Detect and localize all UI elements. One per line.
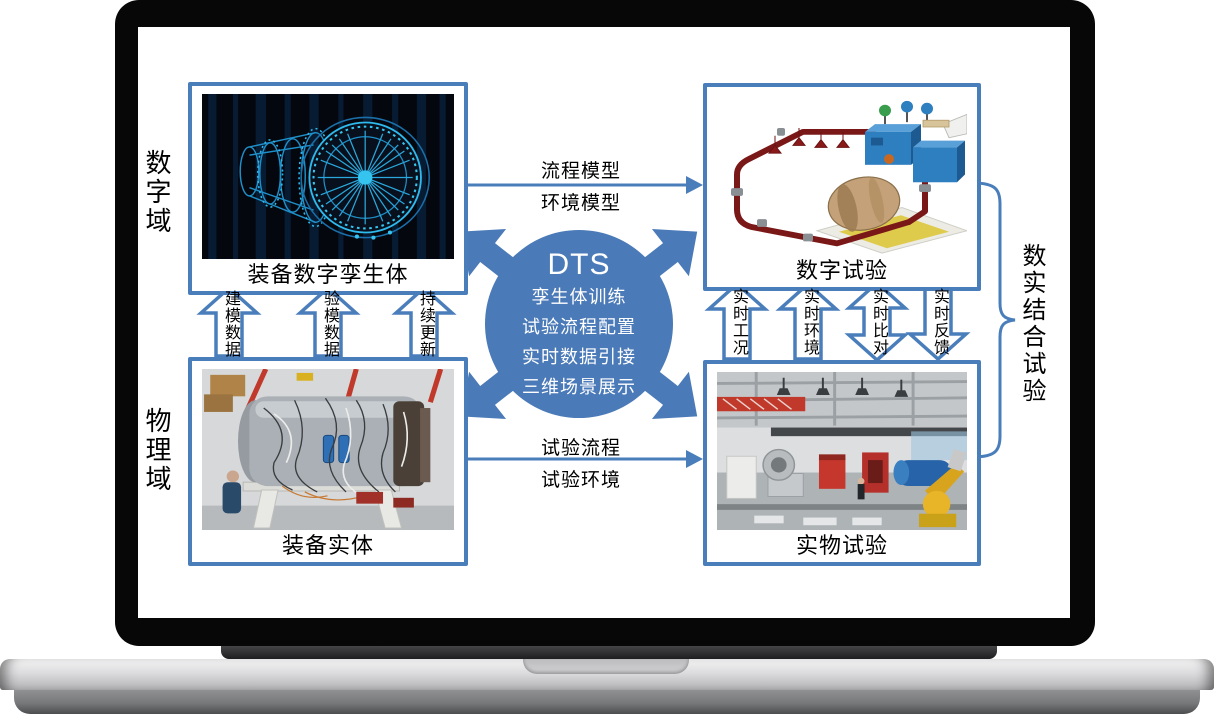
dts-item: 实时数据引接 [522, 347, 636, 367]
digital-test-label: 数字试验 [795, 258, 888, 283]
physical-domain-label: 物理域 [142, 407, 172, 494]
physical-engine-photo [202, 369, 454, 530]
dts-hub-text: DTS 孪生体训练 试验流程配置 实时数据引接 三维场景展示 [479, 248, 679, 402]
laptop-lid-notch [523, 659, 689, 674]
digital-domain-label: 数字域 [142, 149, 172, 236]
box-physical-test: 实物试验 [703, 360, 981, 566]
left-vertical-arrows [196, 285, 457, 358]
diagram-canvas: 装备数字孪生体 [138, 27, 1070, 618]
dts-hub-circle [485, 230, 673, 418]
up-arrow-icon [775, 281, 841, 361]
physical-entity-label: 装备实体 [281, 533, 374, 558]
digital-twin-engine-image [202, 94, 454, 259]
bottom-flow-arrowhead-icon [686, 450, 703, 468]
arrow-label-continuous-update: 持续更新 [417, 290, 434, 358]
up-arrow-icon [391, 285, 457, 358]
flow-label-environment-model: 环境模型 [540, 193, 621, 214]
box-physical-entity: 装备实体 [188, 357, 468, 566]
dts-title: DTS [547, 248, 611, 281]
arrow-label-realtime-feedback: 实时反馈 [931, 288, 948, 356]
arrow-label-model-validation-data: 验模数据 [321, 290, 338, 358]
flow-label-test-process: 试验流程 [540, 438, 621, 459]
digital-twin-label: 装备数字孪生体 [247, 262, 409, 287]
flow-label-process-model: 流程模型 [540, 161, 621, 182]
up-arrow-icon [196, 285, 262, 358]
horizontal-flow-arrows [460, 183, 688, 461]
physical-test-label: 实物试验 [795, 533, 888, 558]
dts-item: 三维场景展示 [522, 377, 636, 397]
combined-test-label: 数实结合试验 [1018, 243, 1045, 405]
laptop-base-bottom [14, 690, 1200, 714]
laptop-hinge [221, 646, 997, 659]
arrow-label-modeling-data: 建模数据 [222, 290, 239, 358]
arrow-label-realtime-environment: 实时环境 [801, 288, 818, 356]
up-arrow-icon [295, 285, 361, 358]
diagram-arrows-layer [196, 176, 1016, 468]
combined-test-brace [972, 181, 1016, 459]
arrow-label-realtime-comparison: 实时比对 [870, 288, 887, 356]
laptop-screen: 装备数字孪生体 [115, 0, 1095, 646]
top-flow-arrowhead-icon [686, 176, 703, 194]
digital-test-model-image [717, 95, 967, 255]
dts-item: 试验流程配置 [522, 317, 636, 337]
box-digital-test: 数字试验 [703, 83, 981, 291]
up-arrow-icon [704, 281, 770, 361]
box-digital-twin: 装备数字孪生体 [188, 82, 468, 295]
dts-item: 孪生体训练 [531, 287, 627, 307]
arrow-label-realtime-condition: 实时工况 [730, 288, 747, 356]
flow-label-test-environment: 试验环境 [540, 470, 621, 491]
down-arrow-icon [905, 282, 971, 362]
physical-test-hall-photo [717, 372, 967, 530]
